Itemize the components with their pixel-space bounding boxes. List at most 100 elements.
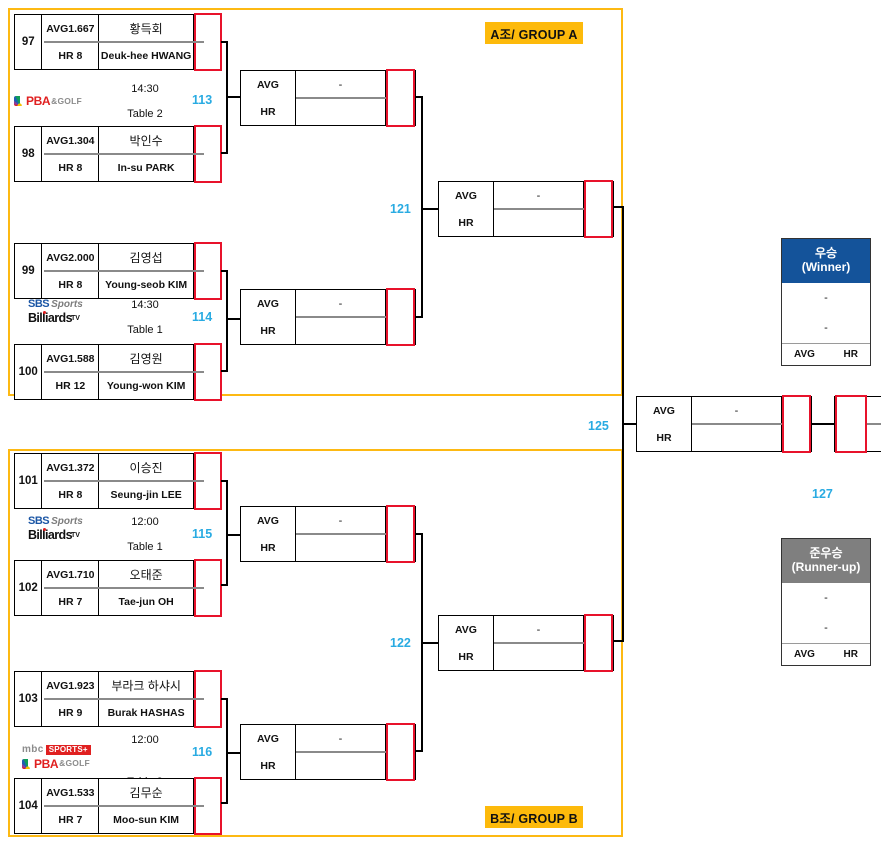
match-slot[interactable]: AVG HR - - — [438, 180, 614, 238]
group-a-badge: A조/ GROUP A — [485, 22, 583, 44]
player-score-box[interactable] — [193, 343, 222, 401]
slot-hr-label: HR — [458, 216, 474, 229]
player-stats: AVG1.304 HR 8 — [42, 127, 100, 181]
match-slot[interactable]: AVG HR - - — [240, 288, 416, 346]
player-card[interactable]: 99 AVG2.000 HR 8 김영섭 Young-seob KIM — [14, 242, 222, 300]
bracket-connector — [421, 208, 438, 211]
player-card[interactable]: 102 AVG1.710 HR 7 오태준 Tae-jun OH — [14, 559, 222, 617]
bracket-connector — [416, 533, 423, 536]
group-b-frame — [8, 449, 623, 837]
billiards-dot-icon — [42, 311, 46, 315]
player-seed: 99 — [15, 244, 43, 298]
slot-hr-value: - — [692, 424, 781, 451]
slot-divider — [296, 751, 386, 753]
match-number: 113 — [192, 93, 213, 107]
match-slot[interactable]: AVG HR - - — [636, 395, 812, 453]
slot-labels: AVG HR — [637, 397, 692, 451]
bracket-connector — [421, 642, 438, 645]
slot-labels: AVG HR — [439, 616, 494, 670]
bracket-connector — [221, 152, 228, 155]
player-name-kr: 김영원 — [129, 352, 163, 366]
slot-score-box[interactable] — [386, 723, 415, 781]
player-names: 황득회 Deuk-hee HWANG — [99, 15, 194, 69]
match-slot[interactable]: - - — [834, 395, 881, 453]
player-seed: 102 — [15, 561, 43, 615]
player-score-box[interactable] — [193, 125, 222, 183]
slot-divider — [296, 533, 386, 535]
slot-hr-label: HR — [260, 541, 276, 554]
bracket-connector — [221, 41, 228, 44]
player-card[interactable]: 101 AVG1.372 HR 8 이승진 Seung-jin LEE — [14, 452, 222, 510]
player-name-en: Seung-jin LEE — [110, 488, 182, 501]
player-seed: 97 — [15, 15, 43, 69]
match-table: Table 1 — [127, 541, 163, 553]
player-avg: AVG2.000 — [46, 251, 95, 264]
match-slot[interactable]: AVG HR - - — [240, 505, 416, 563]
player-score-box[interactable] — [193, 452, 222, 510]
match-number: 114 — [192, 310, 213, 324]
player-names: 김영섭 Young-seob KIM — [99, 244, 194, 298]
slot-score-box[interactable] — [584, 614, 613, 672]
player-card[interactable]: 97 AVG1.667 HR 8 황득회 Deuk-hee HWANG — [14, 13, 222, 71]
bracket-connector — [226, 480, 229, 586]
player-card[interactable]: 103 AVG1.923 HR 9 부라크 하샤시 Burak HASHAS — [14, 670, 222, 728]
slot-labels: AVG HR — [241, 71, 296, 125]
slot-labels: AVG HR — [439, 182, 494, 236]
slot-score-box[interactable] — [835, 395, 867, 453]
winner-title-kr: 우승 — [814, 246, 838, 261]
bracket-connector — [221, 584, 228, 587]
pba-logo-text: PBA — [26, 94, 51, 108]
player-seed: 103 — [15, 672, 43, 726]
slot-hr-value: - — [494, 209, 583, 236]
runner-up-panel: 준우승 (Runner-up) - - AVG HR — [781, 538, 871, 666]
slot-score-box[interactable] — [782, 395, 811, 453]
player-hr: HR 9 — [58, 706, 83, 719]
sbs-sports-text: Sports — [51, 298, 83, 310]
player-stats: AVG1.667 HR 8 — [42, 15, 100, 69]
slot-hr-value: - — [296, 98, 385, 125]
bracket-connector — [421, 96, 424, 318]
sbs-logo-text: SBS — [28, 515, 50, 528]
slot-score-box[interactable] — [584, 180, 613, 238]
player-hr: HR 8 — [58, 278, 83, 291]
bracket-connector — [226, 752, 240, 755]
slot-labels: AVG HR — [241, 725, 296, 779]
player-card[interactable]: 104 AVG1.533 HR 7 김무순 Moo-sun KIM — [14, 777, 222, 835]
slot-divider — [296, 316, 386, 318]
broadcaster-logo-mbc-pba: mbc SPORTS+ PBA &GOLF — [22, 741, 91, 773]
winner-avg-label: AVG — [794, 349, 815, 360]
match-slot[interactable]: AVG HR - - — [240, 69, 416, 127]
player-name-kr: 김영섭 — [129, 251, 163, 265]
player-names: 이승진 Seung-jin LEE — [99, 454, 194, 508]
player-stats: AVG1.372 HR 8 — [42, 454, 100, 508]
slot-avg-value: - — [338, 514, 343, 527]
match-time: 14:30 — [131, 299, 159, 311]
winner-title-en: (Winner) — [801, 260, 851, 274]
player-seed: 101 — [15, 454, 43, 508]
player-score-box[interactable] — [193, 777, 222, 835]
player-names: 김영원 Young-won KIM — [99, 345, 194, 399]
slot-score-box[interactable] — [386, 505, 415, 563]
winner-panel: 우승 (Winner) - - AVG HR — [781, 238, 871, 366]
match-slot[interactable]: AVG HR - - — [240, 723, 416, 781]
bracket-connector — [221, 270, 228, 273]
player-hr: HR 12 — [55, 379, 86, 392]
player-card[interactable]: 98 AVG1.304 HR 8 박인수 In-su PARK — [14, 125, 222, 183]
player-score-box[interactable] — [193, 13, 222, 71]
slot-divider — [494, 642, 584, 644]
slot-score-box[interactable] — [386, 69, 415, 127]
player-name-kr: 이승진 — [129, 461, 163, 475]
player-hr: HR 8 — [58, 161, 83, 174]
match-slot[interactable]: AVG HR - - — [438, 614, 614, 672]
player-score-box[interactable] — [193, 559, 222, 617]
bracket-connector — [416, 316, 423, 319]
player-name-en: Moo-sun KIM — [113, 813, 180, 826]
player-card[interactable]: 100 AVG1.588 HR 12 김영원 Young-won KIM — [14, 343, 222, 401]
bracket-connector — [226, 698, 229, 804]
slot-hr-label: HR — [656, 431, 672, 444]
player-score-box[interactable] — [193, 670, 222, 728]
player-score-box[interactable] — [193, 242, 222, 300]
slot-hr-value: - — [296, 534, 385, 561]
slot-score-box[interactable] — [386, 288, 415, 346]
slot-hr-value: - — [865, 424, 881, 451]
